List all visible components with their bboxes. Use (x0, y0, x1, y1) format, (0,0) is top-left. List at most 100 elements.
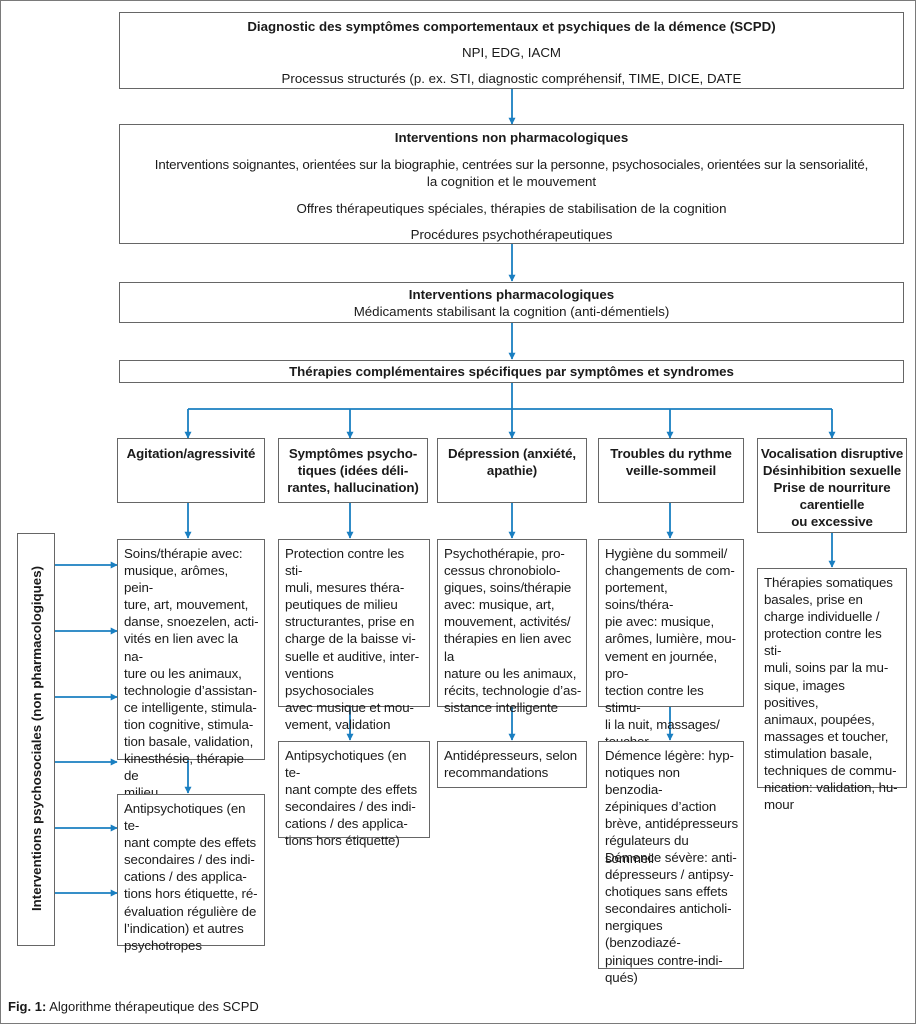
vocalisation-care-text-line: massages et toucher, (764, 728, 889, 744)
sleep-severe-dementia-text-line: qués) (605, 969, 638, 985)
psychotic-care-text: Protection contre les sti-muli, mesures … (285, 545, 425, 733)
agitation-care-text-line: danse, snoezelen, acti- (124, 614, 259, 630)
agitation-care-text-line: ture, art, mouvement, (124, 597, 249, 613)
non-pharma-line1b: la cognition et le mouvement (426, 174, 597, 189)
agitation-medication-box: Antipsychotiques (en te-nant compte des … (117, 794, 265, 953)
depression-header-title-line: Dépression (anxiété, (447, 446, 577, 461)
psychotic-care-text-line: avec musique et mou- (285, 699, 414, 715)
diagnostic-processes: Processus structurés (p. ex. STI, diagno… (281, 71, 742, 86)
psychotic-header-title-line: tiques (idées déli- (297, 463, 409, 479)
depression-care-text-line: sistance intelligente (444, 699, 558, 715)
psychotic-care-text-line: vement, validation (285, 716, 391, 732)
pharma-title: Interventions pharmacologiques (408, 287, 615, 302)
diagnostic-box: Diagnostic des symptômes comportementaux… (119, 12, 904, 89)
non-pharma-line1: Interventions soignantes, orientées sur … (154, 157, 869, 172)
vocalisation-header-title-line: Vocalisation disruptive (760, 446, 904, 461)
agitation-header-title-line: Agitation/agressivité (126, 446, 256, 461)
sleep-severe-dementia-text-line: Démence sévère: anti- (605, 850, 737, 865)
agitation-medication-text-line: l’indication) et autres (124, 920, 244, 936)
diagnostic-scales: NPI, EDG, IACM (462, 45, 561, 60)
sleep-care-text-line: portement, soins/théra- (605, 580, 674, 613)
agitation-care-box: Soins/thérapie avec:musique, arômes, pei… (117, 539, 265, 800)
sleep-care-text-line: arômes, lumière, mou- (605, 631, 736, 647)
psychotic-header-title: Symptômes psycho-tiques (idées déli-rant… (281, 445, 425, 496)
sleep-mild-dementia-text-line: zépiniques d’action (605, 799, 717, 815)
depression-care-text-line: giques, soins/thérapie (444, 580, 572, 596)
sleep-severe-dementia-text-line: secondaires anticholi- (605, 901, 732, 917)
psychosocial-interventions-bar: Interventions psychosociales (non pharma… (17, 533, 55, 946)
depression-header-title: Dépression (anxiété,apathie) (440, 445, 584, 479)
sleep-care-text: Hygiène du sommeil/changements de com-po… (605, 545, 739, 750)
agitation-care-text-line: vités en lien avec la na- (124, 631, 238, 664)
sleep-care-text-line: pie avec: musique, (605, 614, 715, 630)
sleep-care-box: Hygiène du sommeil/changements de com-po… (598, 539, 744, 749)
agitation-medication-text-line: cations / des applica- (124, 869, 247, 885)
psychotic-header-title-line: Symptômes psycho- (288, 446, 418, 461)
agitation-care-text-line: ture ou les animaux, (124, 665, 242, 681)
non-pharma-box: Interventions non pharmacologiques Inter… (119, 124, 904, 244)
agitation-medication-text: Antipsychotiques (en te-nant compte des … (124, 800, 260, 954)
sleep-mild-dementia-text: Démence légère: hyp-notiques non benzodi… (605, 747, 739, 867)
non-pharma-line2: Offres thérapeutiques spéciales, thérapi… (296, 201, 727, 216)
sleep-care-text-line: tection contre les stimu- (605, 682, 704, 715)
caption-text: Algorithme thérapeutique des SCPD (49, 999, 259, 1014)
agitation-care-text-line: technologie d’assistan- (124, 682, 257, 698)
psychosocial-interventions-label: Interventions psychosociales (non pharma… (29, 565, 44, 912)
vocalisation-care-text-line: protection contre les sti- (764, 626, 882, 659)
psychotic-medication-text-line: cations / des applica- (285, 816, 408, 832)
sleep-mild-dementia-text-line: notiques non benzodia- (605, 765, 680, 798)
depression-care-text-line: cessus chronobiolo- (444, 563, 561, 579)
psychotic-medication-text-line: secondaires / des indi- (285, 799, 416, 815)
pharma-box: Interventions pharmacologiques Médicamen… (119, 282, 904, 323)
psychotic-care-text-line: suelle et auditive, inter- (285, 648, 420, 664)
agitation-medication-text-line: Antipsychotiques (en te- (124, 801, 246, 834)
depression-care-text-line: mouvement, activités/ (444, 614, 571, 630)
depression-medication-text: Antidépresseurs, selon recommandations (444, 747, 582, 781)
agitation-medication-text-line: psychotropes (124, 937, 202, 953)
figure-caption: Fig. 1: Algorithme thérapeutique des SCP… (8, 999, 259, 1014)
sleep-care-text-line: changements de com- (605, 563, 735, 579)
sleep-severe-dementia-text: Démence sévère: anti-dépresseurs / antip… (605, 849, 739, 986)
diagnostic-title: Diagnostic des symptômes comportementaux… (247, 19, 776, 34)
vocalisation-care-text-line: basales, prise en (764, 592, 863, 608)
sleep-mild-dementia-text-line: brève, antidépresseurs (605, 816, 739, 832)
sleep-severe-dementia-text-line: piniques contre-indi- (605, 952, 723, 968)
agitation-care-text-line: tion basale, validation, (124, 734, 254, 750)
agitation-care-text: Soins/thérapie avec:musique, arômes, pei… (124, 545, 260, 801)
vocalisation-care-text-line: stimulation basale, (764, 745, 873, 761)
non-pharma-title: Interventions non pharmacologiques (394, 130, 629, 145)
caption-label: Fig. 1: (8, 999, 47, 1014)
sleep-severe-dementia-text-line: chotiques sans effets (605, 884, 728, 900)
vocalisation-care-text-line: mour (764, 797, 794, 813)
vocalisation-care-text-line: Thérapies somatiques (764, 575, 893, 590)
psychotic-medication-text: Antipsychotiques (en te-nant compte des … (285, 747, 425, 850)
depression-medication-box: Antidépresseurs, selon recommandations (437, 741, 587, 788)
depression-medication-text-line: Antidépresseurs, selon (444, 748, 578, 763)
vocalisation-care-text-line: sique, images positives, (764, 677, 845, 710)
agitation-medication-text-line: évaluation régulière de (124, 903, 257, 919)
psychotic-header-title-line: rantes, hallucination) (287, 480, 419, 496)
depression-medication-text-line: recommandations (444, 765, 549, 781)
depression-care-text-line: thérapies en lien avec la (444, 631, 572, 664)
non-pharma-line3: Procédures psychothérapeutiques (410, 227, 613, 242)
psychotic-care-text-line: ventions psychosociales (285, 665, 374, 698)
agitation-header-box: Agitation/agressivité (117, 438, 265, 503)
depression-care-text-line: Psychothérapie, pro- (444, 546, 565, 561)
depression-header-box: Dépression (anxiété,apathie) (437, 438, 587, 503)
agitation-medication-text-line: nant compte des effets (124, 835, 257, 851)
psychotic-care-text-line: peutiques de milieu (285, 597, 398, 613)
vocalisation-header-title-line: Prise de nourriture (773, 480, 891, 496)
psychotic-care-text-line: muli, mesures théra- (285, 580, 405, 596)
vocalisation-care-text-line: muli, soins par la mu- (764, 660, 889, 676)
psychotic-care-box: Protection contre les sti-muli, mesures … (278, 539, 430, 732)
psychotic-medication-text-line: nant compte des effets (285, 782, 418, 798)
vocalisation-header-title-line: ou excessive (791, 514, 873, 530)
vocalisation-care-text-line: charge individuelle / (764, 609, 880, 625)
agitation-medication-text-line: secondaires / des indi- (124, 852, 255, 868)
sleep-medication-box: Démence légère: hyp-notiques non benzodi… (598, 741, 744, 985)
